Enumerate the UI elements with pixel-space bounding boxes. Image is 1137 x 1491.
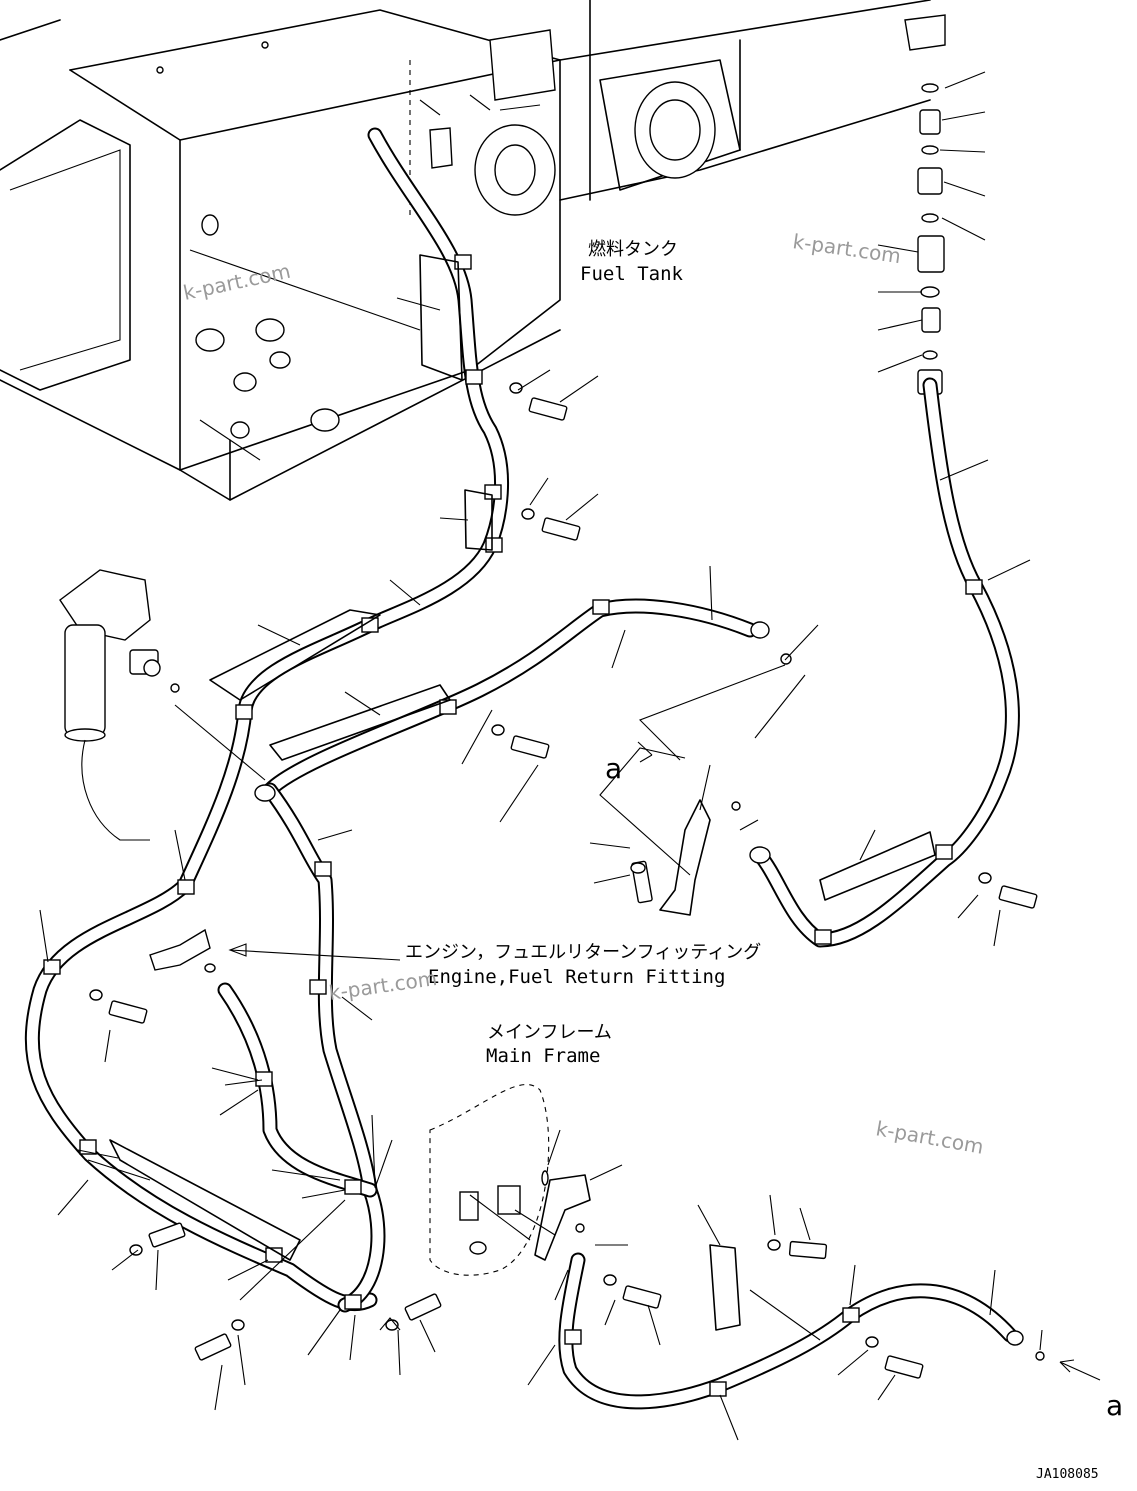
leader-lines — [39, 297, 1101, 1441]
watermark: k-part.com — [327, 966, 438, 1005]
bolts — [89, 382, 1045, 1379]
return-fitting-label-jp: エンジン，フュエルリターンフィッティング — [405, 942, 761, 963]
return-fitting — [149, 928, 216, 973]
view-ref-lower: a — [1106, 1389, 1123, 1422]
return-fitting-label-en: Engine,Fuel Return Fitting — [428, 966, 725, 988]
drawing-code: JA108085 — [1036, 1467, 1099, 1482]
watermark: k-part.com — [791, 229, 902, 268]
labels: 燃料タンク Fuel Tank エンジン，フュエルリターンフィッティング Eng… — [405, 239, 1123, 1482]
brackets — [109, 254, 936, 1331]
fuel-tank-label-jp: 燃料タンク — [588, 239, 678, 260]
fitting-stack — [877, 14, 986, 395]
tank-body-structure — [0, 9, 561, 501]
fuel-hoses — [24, 127, 1024, 1410]
fuel-tank — [409, 0, 931, 220]
watermark: k-part.com — [874, 1116, 985, 1159]
main-frame-label-en: Main Frame — [486, 1045, 600, 1067]
fuel-filter — [59, 569, 180, 841]
watermark: k-part.com — [181, 259, 293, 305]
view-ref-upper: a — [605, 752, 622, 785]
fuel-tank-label-en: Fuel Tank — [580, 263, 684, 285]
main-frame — [429, 1084, 550, 1276]
main-frame-label-jp: メインフレーム — [487, 1022, 612, 1043]
watermarks: k-part.com k-part.com k-part.com k-part.… — [181, 229, 985, 1159]
